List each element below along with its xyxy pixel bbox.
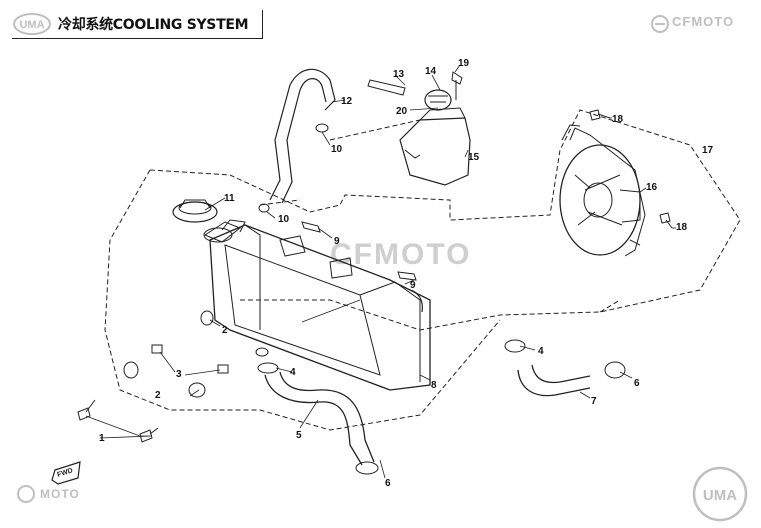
callout-16: 16 xyxy=(646,182,658,193)
callout-9b: 9 xyxy=(410,280,416,291)
callout-14: 14 xyxy=(425,66,437,77)
callout-12: 12 xyxy=(341,96,353,107)
callout-11: 11 xyxy=(224,193,235,204)
logo-bottom-right-text: UMA xyxy=(703,487,737,504)
callout-10a: 10 xyxy=(331,144,343,155)
group-outline xyxy=(104,109,741,431)
cfmoto-logo-icon xyxy=(651,15,669,33)
uma-bottom-logo-icon: UMA xyxy=(692,466,748,522)
callout-15: 15 xyxy=(468,152,480,163)
cfmoto-bottom-logo-icon xyxy=(17,485,35,503)
callout-6b: 6 xyxy=(634,378,640,389)
callout-4a: 4 xyxy=(290,367,296,378)
uma-logo-icon: UMA xyxy=(13,13,51,35)
callout-2b: 2 xyxy=(155,390,161,401)
logo-top-left-text: UMA xyxy=(19,19,44,31)
callout-20: 20 xyxy=(396,106,408,117)
callout-6a: 6 xyxy=(385,478,391,489)
callout-1: 1 xyxy=(99,433,105,444)
title-frame xyxy=(12,10,263,39)
callout-18a: 18 xyxy=(612,114,624,125)
callout-19: 19 xyxy=(458,58,470,69)
fwd-arrow-icon: FWD xyxy=(51,461,81,485)
brand-top: CFMOTO xyxy=(672,14,735,29)
callout-13: 13 xyxy=(393,69,405,80)
page-title: 冷却系统COOLING SYSTEM xyxy=(58,17,249,33)
callout-2a: 2 xyxy=(222,325,228,336)
callout-4b: 4 xyxy=(538,346,544,357)
callout-5: 5 xyxy=(296,430,302,441)
callout-7: 7 xyxy=(591,396,597,407)
callout-9a: 9 xyxy=(334,236,340,247)
fwd-label: FWD xyxy=(56,467,73,479)
callout-17: 17 xyxy=(702,145,714,156)
callout-10b: 10 xyxy=(278,214,290,225)
callout-8: 8 xyxy=(431,380,437,391)
brand-bottom: MOTO xyxy=(40,487,80,501)
callout-18b: 18 xyxy=(676,222,688,233)
callout-3: 3 xyxy=(176,369,182,380)
